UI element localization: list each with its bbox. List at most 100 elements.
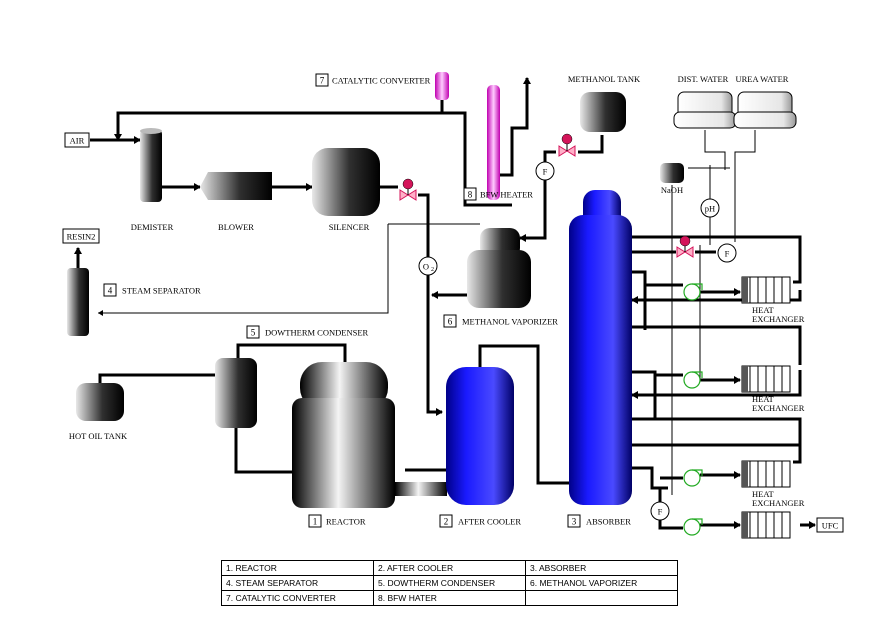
pump-2: [683, 371, 703, 389]
pipe-condenser-reactor: [236, 343, 347, 365]
pump-3: [683, 469, 703, 487]
legend-item: 4. STEAM SEPARATOR: [221, 575, 374, 591]
f-label-1: F: [543, 167, 548, 177]
naoh-label: NaOH: [661, 185, 683, 195]
legend-item: 3. ABSORBER: [525, 560, 678, 576]
pipe-valve-vaporizer: [519, 150, 556, 242]
dist-water-label: DIST. WATER: [678, 74, 729, 84]
heat-label-2: HEAT: [752, 394, 775, 404]
pipe-f-pump4: [658, 520, 683, 530]
resin-outlet: RESIN2: [62, 228, 100, 244]
pipe-recycle-top: [116, 111, 467, 140]
valve-silencer: [399, 178, 417, 201]
pipe-down1: [632, 270, 647, 330]
ufc-label: UFC: [822, 521, 839, 531]
exchanger-label-2: EXCHANGER: [752, 403, 805, 413]
heat-label-3: HEAT: [752, 489, 775, 499]
legend-item: 2. AFTER COOLER: [373, 560, 526, 576]
pipe-ureawater: [734, 130, 756, 242]
methanol-vaporizer-num: 6: [448, 317, 453, 327]
bfw-heater-num: 8: [468, 190, 473, 200]
flow-meter-methanol: F: [535, 161, 555, 181]
ph-meter: pH: [700, 198, 720, 218]
heat-label-1: HEAT: [752, 305, 775, 315]
pipe-o2-aftercooler: [426, 275, 443, 416]
exchanger-label-3: EXCHANGER: [752, 498, 805, 508]
naoh-tank: NaOH: [660, 163, 684, 195]
dist-water-tank: DIST. WATER: [673, 74, 737, 129]
pipes: [74, 77, 816, 530]
ufc-outlet: UFC: [816, 517, 844, 533]
absorber-label: ABSORBER: [586, 517, 631, 527]
pipe-valve-o2: [418, 193, 430, 258]
after-cooler-label: AFTER COOLER: [458, 517, 521, 527]
methanol-vaporizer-label: METHANOL VAPORIZER: [462, 317, 558, 327]
pipe-bfw-out: [463, 120, 512, 207]
blower-label: BLOWER: [218, 222, 254, 232]
o2-sub: 2: [431, 267, 434, 273]
urea-water-tank: UREA WATER: [733, 74, 797, 129]
steam-separator-label: STEAM SEPARATOR: [122, 286, 201, 296]
blower: BLOWER: [200, 172, 272, 232]
valve-absorber: [676, 235, 694, 258]
heat-exchanger-1: HEAT EXCHANGER: [741, 276, 805, 324]
legend-table: 1. REACTOR 2. AFTER COOLER 3. ABSORBER 4…: [221, 560, 678, 606]
reactor-label: REACTOR: [326, 517, 366, 527]
pipe-return3: [632, 443, 802, 462]
absorber: 3 ABSORBER: [567, 190, 632, 528]
legend-item: [525, 590, 678, 606]
demister-label: DEMISTER: [131, 222, 174, 232]
legend-item: 5. DOWTHERM CONDENSER: [373, 575, 526, 591]
catalytic-converter: 7 CATALYTIC CONVERTER: [315, 72, 449, 100]
silencer-label: SILENCER: [329, 222, 370, 232]
flow-meter-absorber: F: [717, 243, 737, 263]
air-label: AIR: [70, 136, 85, 146]
pipe-loop2: [632, 325, 802, 365]
heat-exchanger-2: HEAT EXCHANGER: [741, 365, 805, 413]
methanol-vaporizer: 6 METHANOL VAPORIZER: [443, 228, 558, 328]
ph-label: pH: [705, 204, 715, 214]
bfw-heater: 8 BFW HEATER: [463, 85, 533, 201]
dowtherm-condenser-num: 5: [251, 328, 256, 338]
legend-item: 6. METHANOL VAPORIZER: [525, 575, 678, 591]
o2-analyzer: O 2: [418, 256, 438, 276]
steam-separator-num: 4: [108, 286, 113, 296]
pipe-vent-up: [500, 77, 531, 177]
hot-oil-tank-label: HOT OIL TANK: [69, 431, 128, 441]
pipe-loop1-top: [632, 235, 802, 284]
pipe-hotoil: [98, 373, 215, 385]
legend-row: 1. REACTOR 2. AFTER COOLER 3. ABSORBER: [221, 560, 678, 576]
f-label-3: F: [658, 507, 663, 517]
pipe-steam-thin: [98, 224, 389, 316]
legend-item: 7. CATALYTIC CONVERTER: [221, 590, 374, 606]
methanol-tank: METHANOL TANK: [568, 74, 641, 132]
pump-1: [683, 283, 703, 301]
urea-water-label: UREA WATER: [736, 74, 789, 84]
after-cooler-num: 2: [444, 517, 449, 527]
legend-item: 1. REACTOR: [221, 560, 374, 576]
pump-4: [683, 518, 703, 536]
legend-row: 7. CATALYTIC CONVERTER 8. BFW HATER: [221, 590, 678, 606]
pipe-aftercooler-absorber: [478, 344, 570, 485]
pipe-down2: [632, 370, 657, 420]
legend-item: 8. BFW HATER: [373, 590, 526, 606]
pipe-distwater: [704, 130, 726, 170]
absorber-num: 3: [572, 517, 577, 527]
after-cooler: 2 AFTER COOLER: [439, 367, 521, 528]
demister: DEMISTER: [131, 128, 174, 232]
pipe-return1: [631, 290, 802, 304]
o2-label: O: [423, 262, 429, 272]
air-inlet: AIR: [64, 132, 90, 148]
f-label-2: F: [725, 249, 730, 259]
legend-row: 4. STEAM SEPARATOR 5. DOWTHERM CONDENSER…: [221, 575, 678, 591]
reactor-num: 1: [313, 517, 318, 527]
silencer: SILENCER: [312, 148, 380, 232]
bfw-heater-label: BFW HEATER: [480, 190, 533, 200]
dowtherm-condenser-label: DOWTHERM CONDENSER: [265, 328, 369, 338]
flow-meter-ufc: F: [650, 501, 670, 521]
steam-separator: 4 STEAM SEPARATOR: [67, 268, 201, 336]
pipe-loop3: [632, 417, 802, 464]
pipe-tank-valve: [578, 135, 604, 154]
pipe-return2: [631, 370, 802, 399]
